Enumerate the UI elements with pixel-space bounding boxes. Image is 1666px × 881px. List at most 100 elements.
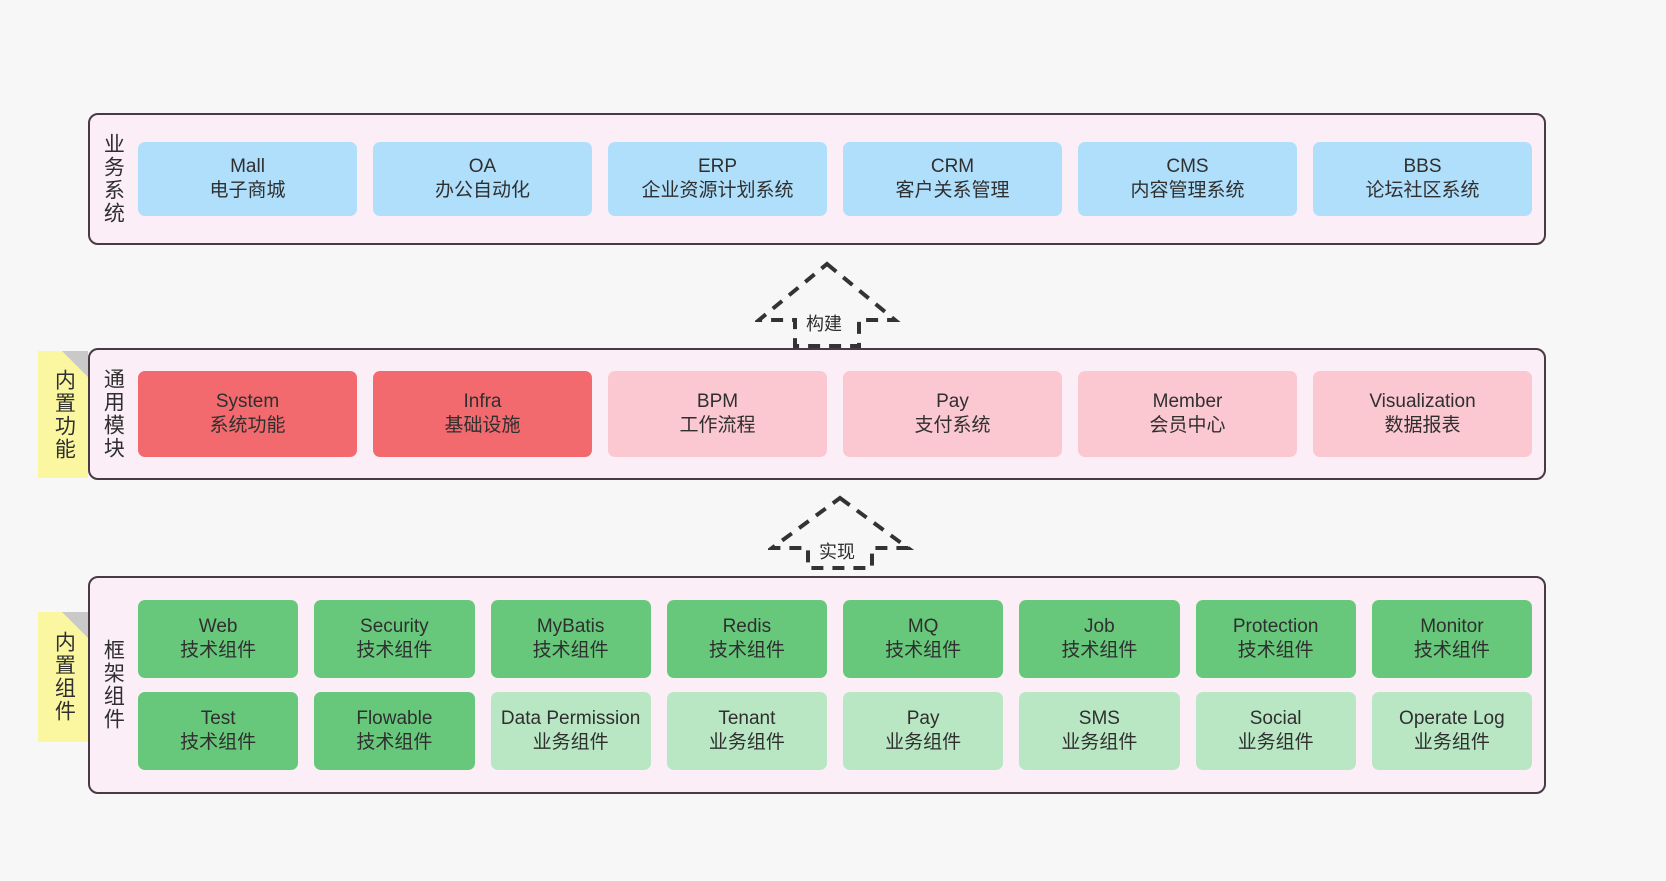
arrow-implement-label: 实现 bbox=[817, 538, 857, 564]
sticky-note-builtin-function: 内置功能 bbox=[38, 351, 88, 478]
card-protection-en: Protection bbox=[1232, 616, 1319, 638]
card-monitor-en: Monitor bbox=[1420, 616, 1484, 638]
layer-framework-body: Web 技术组件 Security 技术组件 MyBatis 技术组件 Redi… bbox=[134, 578, 1544, 792]
layer-framework-components: 框架组件 Web 技术组件 Security 技术组件 MyBatis 技术组件… bbox=[88, 576, 1546, 794]
card-system-en: System bbox=[215, 391, 280, 413]
card-mybatis-cn: 技术组件 bbox=[532, 640, 609, 661]
card-visualization-en: Visualization bbox=[1369, 391, 1476, 413]
card-oa[interactable]: OA 办公自动化 bbox=[373, 142, 592, 216]
arrow-build-label: 构建 bbox=[804, 310, 844, 336]
card-data-permission-en: Data Permission bbox=[500, 708, 641, 730]
card-cms[interactable]: CMS 内容管理系统 bbox=[1078, 142, 1297, 216]
card-member-en: Member bbox=[1152, 391, 1223, 413]
card-pay-module-en: Pay bbox=[936, 391, 969, 413]
arrow-implement-glyph bbox=[765, 495, 915, 570]
sticky-fold-corner-icon bbox=[62, 351, 88, 377]
card-bbs-cn: 论坛社区系统 bbox=[1365, 180, 1480, 201]
card-mq-cn: 技术组件 bbox=[885, 640, 962, 661]
card-member-cn: 会员中心 bbox=[1149, 415, 1226, 436]
card-mall-en: Mall bbox=[230, 156, 265, 178]
layer-common-body: System 系统功能 Infra 基础设施 BPM 工作流程 Pay 支付系统… bbox=[134, 350, 1544, 478]
layer-business-body: Mall 电子商城 OA 办公自动化 ERP 企业资源计划系统 CRM 客户关系… bbox=[134, 115, 1544, 243]
card-pay-module[interactable]: Pay 支付系统 bbox=[843, 371, 1062, 457]
card-web-en: Web bbox=[198, 616, 238, 638]
card-tenant[interactable]: Tenant 业务组件 bbox=[666, 692, 827, 770]
card-erp-en: ERP bbox=[697, 156, 738, 178]
card-member[interactable]: Member 会员中心 bbox=[1078, 371, 1297, 457]
card-flowable-cn: 技术组件 bbox=[356, 732, 433, 753]
card-system[interactable]: System 系统功能 bbox=[138, 371, 357, 457]
card-mybatis[interactable]: MyBatis 技术组件 bbox=[490, 600, 651, 678]
card-bpm[interactable]: BPM 工作流程 bbox=[608, 371, 827, 457]
card-operate-log[interactable]: Operate Log 业务组件 bbox=[1371, 692, 1532, 770]
sticky-note-builtin-component-label: 内置组件 bbox=[52, 631, 76, 723]
card-operate-log-cn: 业务组件 bbox=[1413, 732, 1490, 753]
card-bbs-en: BBS bbox=[1403, 156, 1442, 178]
card-security-cn: 技术组件 bbox=[356, 640, 433, 661]
card-pay-component-en: Pay bbox=[906, 708, 940, 730]
card-infra-cn: 基础设施 bbox=[444, 415, 521, 436]
card-job-en: Job bbox=[1084, 616, 1115, 638]
card-job-cn: 技术组件 bbox=[1061, 640, 1138, 661]
card-sms-en: SMS bbox=[1078, 708, 1120, 730]
card-infra[interactable]: Infra 基础设施 bbox=[373, 371, 592, 457]
card-web[interactable]: Web 技术组件 bbox=[138, 600, 299, 678]
card-data-permission[interactable]: Data Permission 业务组件 bbox=[490, 692, 651, 770]
card-sms[interactable]: SMS 业务组件 bbox=[1019, 692, 1180, 770]
card-monitor[interactable]: Monitor 技术组件 bbox=[1371, 600, 1532, 678]
card-erp-cn: 企业资源计划系统 bbox=[641, 180, 794, 201]
framework-card-row-1: Web 技术组件 Security 技术组件 MyBatis 技术组件 Redi… bbox=[138, 600, 1532, 678]
card-mq-en: MQ bbox=[907, 616, 939, 638]
card-system-cn: 系统功能 bbox=[209, 415, 286, 436]
business-card-row: Mall 电子商城 OA 办公自动化 ERP 企业资源计划系统 CRM 客户关系… bbox=[138, 142, 1532, 216]
card-crm-cn: 客户关系管理 bbox=[895, 180, 1010, 201]
card-social[interactable]: Social 业务组件 bbox=[1195, 692, 1356, 770]
card-oa-cn: 办公自动化 bbox=[434, 180, 530, 201]
card-cms-en: CMS bbox=[1166, 156, 1209, 178]
card-mall[interactable]: Mall 电子商城 bbox=[138, 142, 357, 216]
framework-card-row-2: Test 技术组件 Flowable 技术组件 Data Permission … bbox=[138, 692, 1532, 770]
card-visualization-cn: 数据报表 bbox=[1384, 415, 1461, 436]
card-mq[interactable]: MQ 技术组件 bbox=[843, 600, 1004, 678]
card-mybatis-en: MyBatis bbox=[536, 616, 605, 638]
card-flowable[interactable]: Flowable 技术组件 bbox=[314, 692, 475, 770]
card-test[interactable]: Test 技术组件 bbox=[138, 692, 299, 770]
card-tenant-en: Tenant bbox=[718, 708, 776, 730]
card-security-en: Security bbox=[360, 616, 429, 638]
card-bbs[interactable]: BBS 论坛社区系统 bbox=[1313, 142, 1532, 216]
card-social-en: Social bbox=[1249, 708, 1302, 730]
layer-framework-title: 框架组件 bbox=[101, 639, 125, 731]
arrow-implement: 实现 bbox=[765, 492, 916, 572]
card-operate-log-en: Operate Log bbox=[1399, 708, 1505, 730]
card-data-permission-cn: 业务组件 bbox=[532, 732, 609, 753]
card-pay-component[interactable]: Pay 业务组件 bbox=[843, 692, 1004, 770]
layer-common-title: 通用模块 bbox=[101, 368, 125, 460]
card-crm[interactable]: CRM 客户关系管理 bbox=[843, 142, 1062, 216]
layer-business-systems: 业务系统 Mall 电子商城 OA 办公自动化 ERP 企业资源计划系统 CRM… bbox=[88, 113, 1546, 245]
card-protection[interactable]: Protection 技术组件 bbox=[1195, 600, 1356, 678]
card-protection-cn: 技术组件 bbox=[1237, 640, 1314, 661]
common-card-row: System 系统功能 Infra 基础设施 BPM 工作流程 Pay 支付系统… bbox=[138, 371, 1532, 457]
card-security[interactable]: Security 技术组件 bbox=[314, 600, 475, 678]
card-pay-module-cn: 支付系统 bbox=[914, 415, 991, 436]
card-redis-cn: 技术组件 bbox=[708, 640, 785, 661]
card-visualization[interactable]: Visualization 数据报表 bbox=[1313, 371, 1532, 457]
card-sms-cn: 业务组件 bbox=[1061, 732, 1138, 753]
layer-business-title: 业务系统 bbox=[101, 133, 125, 225]
card-web-cn: 技术组件 bbox=[180, 640, 257, 661]
card-redis[interactable]: Redis 技术组件 bbox=[666, 600, 827, 678]
card-test-en: Test bbox=[200, 708, 236, 730]
card-bpm-en: BPM bbox=[696, 391, 739, 413]
sticky-fold-corner-icon bbox=[62, 612, 88, 638]
arrow-build: 构建 bbox=[753, 258, 903, 350]
card-crm-en: CRM bbox=[930, 156, 975, 178]
card-infra-en: Infra bbox=[463, 391, 502, 413]
card-oa-en: OA bbox=[468, 156, 497, 178]
card-job[interactable]: Job 技术组件 bbox=[1019, 600, 1180, 678]
card-erp[interactable]: ERP 企业资源计划系统 bbox=[608, 142, 827, 216]
layer-common-modules: 通用模块 System 系统功能 Infra 基础设施 BPM 工作流程 Pay… bbox=[88, 348, 1546, 480]
card-social-cn: 业务组件 bbox=[1237, 732, 1314, 753]
arrow-build-glyph bbox=[753, 261, 901, 348]
card-pay-component-cn: 业务组件 bbox=[885, 732, 962, 753]
